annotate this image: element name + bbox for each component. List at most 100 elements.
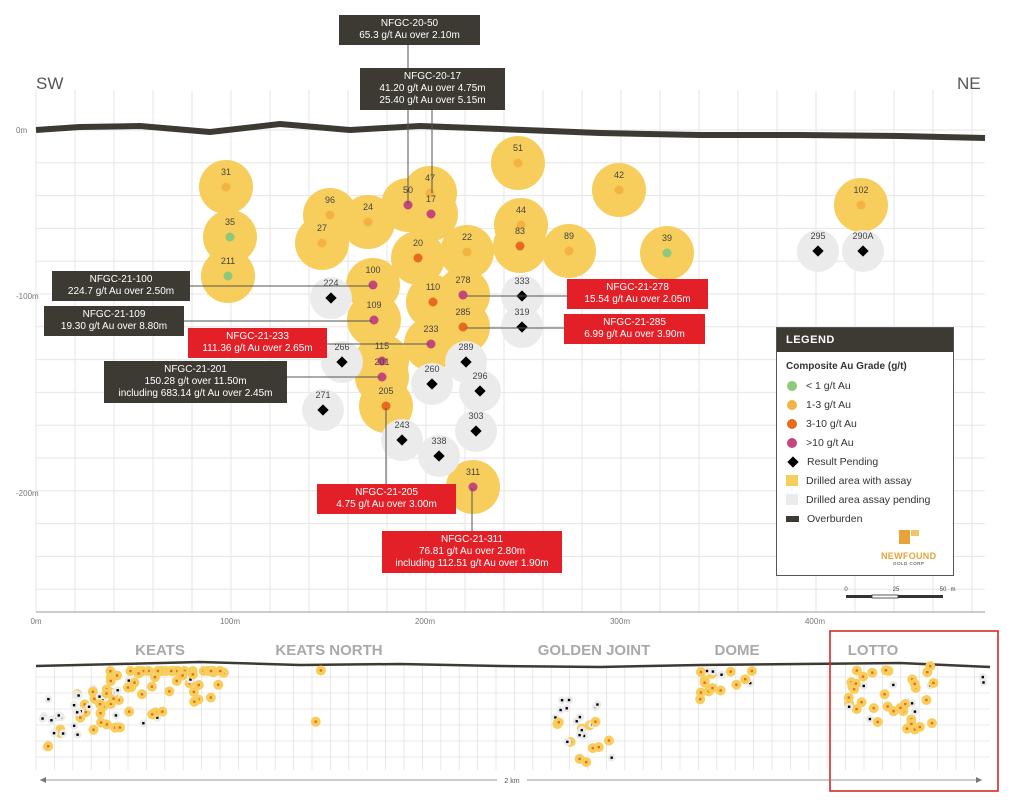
- legend-swatch-icon: [786, 475, 798, 486]
- grade-dot: [662, 248, 672, 258]
- ls-hole-marker: [175, 669, 178, 673]
- result-pending-diamond: [812, 245, 824, 257]
- callout-result: 19.30 g/t Au over 8.80m: [60, 321, 168, 332]
- ls-hole-marker: [703, 681, 706, 684]
- ls-scale-arrow-left: [40, 777, 46, 783]
- ls-hole-marker: [189, 678, 192, 681]
- ls-hole-marker: [91, 690, 95, 693]
- lotto-highlight-box: [829, 630, 999, 792]
- ls-hole-marker: [52, 731, 56, 735]
- callout-result: 15.54 g/t Au over 2.05m: [584, 294, 691, 305]
- grade-dot: [381, 401, 391, 411]
- hole-label: 96: [325, 195, 335, 205]
- ls-hole-marker: [578, 733, 581, 737]
- ls-hole-marker: [559, 708, 562, 712]
- ls-hole-marker: [719, 689, 722, 692]
- legend-item: < 1 g/t Au: [777, 376, 953, 395]
- callout-result: 25.40 g/t Au over 5.15m: [379, 95, 486, 106]
- grade-dot: [377, 356, 387, 366]
- hole-label: 338: [431, 436, 446, 446]
- callout-result: including 112.51 g/t Au over 1.90m: [395, 558, 549, 569]
- scale-seg-dark: [898, 595, 943, 598]
- hole-label: 51: [513, 143, 523, 153]
- ls-overburden-line: [35, 660, 991, 669]
- ls-hole-marker: [192, 690, 196, 694]
- scale-seg-light: [871, 594, 899, 599]
- hole-label: 285: [455, 307, 470, 317]
- ls-hole-marker: [147, 669, 150, 673]
- ls-hole-marker: [93, 697, 96, 701]
- ls-hole-marker: [585, 760, 588, 764]
- ls-hole-marker: [711, 670, 715, 673]
- distance-label: 100m: [220, 617, 240, 626]
- grade-dot: [221, 182, 231, 192]
- grade-dot: [426, 209, 436, 219]
- ls-hole-marker: [913, 682, 916, 686]
- result-pending-diamond: [516, 321, 528, 333]
- ls-hole-marker: [72, 724, 76, 727]
- callout-hole-id: NFGC-21-201: [164, 364, 227, 375]
- hole-label: 224: [323, 278, 338, 288]
- ls-hole-marker: [872, 706, 875, 710]
- overburden-line: [35, 121, 986, 141]
- ls-hole-marker: [175, 679, 178, 683]
- depth-label: -200m: [16, 489, 39, 498]
- ls-hole-marker: [156, 716, 159, 719]
- ls-hole-marker: [109, 679, 112, 683]
- direction-ne-label: NE: [957, 74, 981, 93]
- scale-label: 25: [893, 587, 900, 593]
- legend-item-label: Result Pending: [807, 455, 879, 468]
- result-pending-diamond: [317, 404, 329, 416]
- hole-label: 243: [394, 420, 409, 430]
- hole-label: 83: [515, 226, 525, 236]
- callout-result: 65.3 g/t Au over 2.10m: [359, 30, 460, 41]
- ls-hole-marker: [319, 669, 323, 672]
- legend-dot-icon: [787, 380, 797, 391]
- ls-hole-marker: [567, 698, 571, 702]
- ls-hole-marker: [925, 698, 928, 702]
- legend-item-label: < 1 g/t Au: [806, 379, 851, 392]
- ls-scale-label: 2 km: [504, 778, 519, 785]
- ls-hole-marker: [169, 669, 173, 673]
- ls-hole-marker: [918, 725, 922, 729]
- legend-item-label: Drilled area assay pending: [806, 493, 931, 506]
- callout-hole-id: NFGC-21-278: [606, 282, 669, 293]
- ls-hole-marker: [150, 713, 154, 716]
- ls-hole-marker: [904, 702, 907, 706]
- legend-item: Drilled area assay pending: [777, 490, 953, 509]
- result-pending-diamond: [396, 434, 408, 446]
- ls-hole-marker: [905, 727, 909, 730]
- ls-hole-marker: [910, 722, 913, 726]
- ls-hole-marker: [41, 717, 44, 720]
- callout-hole-id: NFGC-21-100: [89, 274, 153, 285]
- legend-dot-icon: [787, 437, 797, 448]
- result-pending-diamond: [470, 425, 482, 437]
- ls-hole-marker: [565, 707, 568, 710]
- result-pending-diamond: [433, 450, 445, 462]
- ls-hole-marker: [578, 757, 581, 761]
- ls-hole-marker: [153, 675, 157, 679]
- ls-hole-marker: [112, 697, 115, 700]
- scale-label: 0: [844, 587, 848, 593]
- hole-label: 89: [564, 231, 574, 241]
- ls-hole-marker: [883, 693, 886, 696]
- legend-item: >10 g/t Au: [777, 433, 953, 452]
- ls-hole-marker: [98, 702, 102, 706]
- ls-hole-marker: [913, 728, 917, 731]
- hole-label: 211: [221, 256, 235, 266]
- callout-hole-id: NFGC-21-311: [440, 534, 504, 545]
- ls-hole-marker: [932, 681, 935, 685]
- ls-hole-marker: [116, 689, 119, 692]
- grade-dot: [225, 232, 235, 242]
- grade-dot: [856, 200, 866, 210]
- legend-item-label: Overburden: [807, 512, 863, 525]
- ls-hole-marker: [560, 699, 564, 702]
- legend-title: LEGEND: [777, 328, 953, 352]
- legend-item: Overburden: [777, 509, 953, 528]
- ls-hole-marker: [847, 696, 850, 699]
- ls-hole-marker: [699, 691, 703, 694]
- ls-hole-marker: [860, 700, 863, 704]
